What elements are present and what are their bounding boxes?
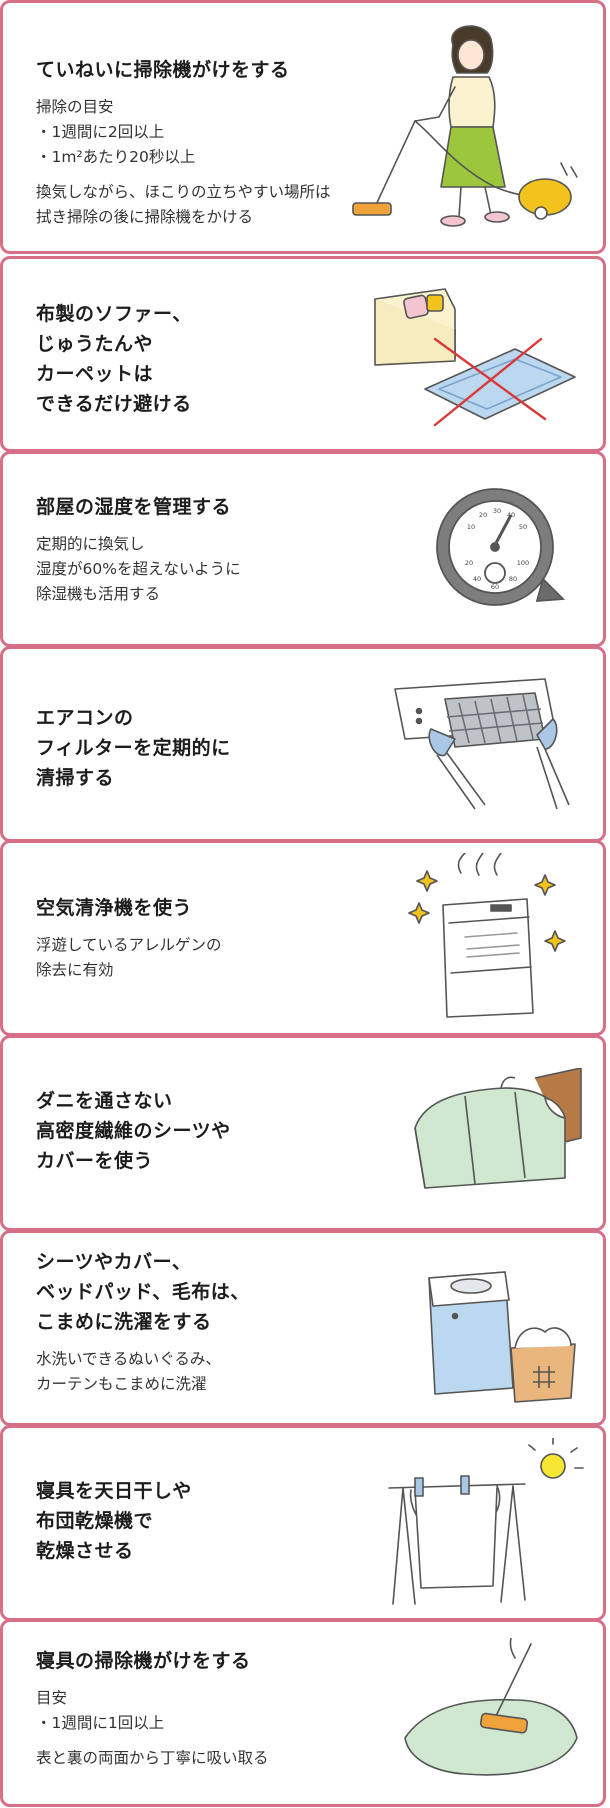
air-conditioner-filter-icon xyxy=(385,669,585,819)
card-body: 掃除の目安 ・1週間に2回以上 ・1m²あたり20秒以上 xyxy=(36,98,196,166)
air-purifier-icon xyxy=(405,853,585,1023)
card-avoid-fabric: 布製のソファー、 じゅうたんや カーペットは できるだけ避ける xyxy=(0,256,606,452)
card-text: 寝具を天日干しや 布団乾燥機で 乾燥させる xyxy=(36,1476,366,1566)
card-body: 定期的に換気し 湿度が60%を超えないように 除湿機も活用する xyxy=(36,535,241,603)
card-title: 寝具の掃除機がけをする xyxy=(36,1650,251,1672)
card-title: 寝具を天日干しや 布団乾燥機で 乾燥させる xyxy=(36,1480,192,1562)
gauge-label: 20 xyxy=(465,559,473,567)
card-text: 部屋の湿度を管理する 定期的に換気し 湿度が60%を超えないように 除湿機も活用… xyxy=(36,492,366,607)
card-text: エアコンの フィルターを定期的に 清掃する xyxy=(36,703,366,793)
card-note: 換気しながら、ほこりの立ちやすい場所は 拭き掃除の後に掃除機をかける xyxy=(36,183,331,226)
gauge-label: 30 xyxy=(493,507,501,515)
card-title: シーツやカバー、 ベッドパッド、毛布は、 こまめに洗濯をする xyxy=(36,1251,250,1333)
card-title: 布製のソファー、 じゅうたんや カーペットは できるだけ避ける xyxy=(36,303,192,415)
gauge-label: 10 xyxy=(467,523,475,531)
sofa-carpet-crossed-icon xyxy=(365,269,585,439)
gauge-label: 40 xyxy=(473,575,481,583)
card-sun-dry: 寝具を天日干しや 布団乾燥機で 乾燥させる xyxy=(0,1425,606,1621)
card-humidity: 部屋の湿度を管理する 定期的に換気し 湿度が60%を超えないように 除湿機も活用… xyxy=(0,451,606,647)
futon-vacuum-icon xyxy=(395,1638,585,1788)
gauge-label: 50 xyxy=(519,523,527,531)
card-title: 部屋の湿度を管理する xyxy=(36,496,232,518)
gauge-label: 80 xyxy=(509,575,517,583)
card-aircon-filter: エアコンの フィルターを定期的に 清掃する xyxy=(0,646,606,842)
gauge-label: 20 xyxy=(479,511,487,519)
gauge-label: 60 xyxy=(491,583,499,591)
card-title: ダニを通さない 高密度繊維のシーツや カバーを使う xyxy=(36,1090,231,1172)
card-title: 空気清浄機を使う xyxy=(36,897,193,919)
washing-machine-basket-icon xyxy=(415,1248,585,1408)
card-body: 水洗いできるぬいぐるみ、 カーテンもこまめに洗濯 xyxy=(36,1350,221,1393)
card-title: ていねいに掃除機がけをする xyxy=(36,59,290,81)
card-text: 布製のソファー、 じゅうたんや カーペットは できるだけ避ける xyxy=(36,299,366,419)
card-wash-bedding: シーツやカバー、 ベッドパッド、毛布は、 こまめに洗濯をする 水洗いできるぬいぐ… xyxy=(0,1230,606,1426)
card-note: 表と裏の両面から丁寧に吸い取る xyxy=(36,1749,269,1767)
card-text: シーツやカバー、 ベッドパッド、毛布は、 こまめに洗濯をする 水洗いできるぬいぐ… xyxy=(36,1247,366,1397)
gauge-label: 100 xyxy=(517,559,529,567)
card-body: 浮遊しているアレルゲンの 除去に有効 xyxy=(36,936,222,979)
card-mite-proof-cover: ダニを通さない 高密度繊維のシーツや カバーを使う xyxy=(0,1035,606,1231)
vacuum-cleaning-woman-icon xyxy=(345,17,585,237)
card-vacuum: ていねいに掃除機がけをする 掃除の目安 ・1週間に2回以上 ・1m²あたり20秒… xyxy=(0,0,606,254)
hygrometer-icon: 10 20 30 40 50 20 40 60 80 100 xyxy=(425,469,585,629)
card-text: ダニを通さない 高密度繊維のシーツや カバーを使う xyxy=(36,1086,366,1176)
card-air-purifier: 空気清浄機を使う 浮遊しているアレルゲンの 除去に有効 xyxy=(0,840,606,1036)
gauge-label: 40 xyxy=(507,511,515,519)
card-text: 寝具の掃除機がけをする 目安 ・1週間に1回以上 表と裏の両面から丁寧に吸い取る xyxy=(36,1646,366,1771)
covered-bed-icon xyxy=(405,1068,585,1198)
futon-drying-rack-sun-icon xyxy=(375,1438,585,1608)
card-body: 目安 ・1週間に1回以上 xyxy=(36,1689,165,1732)
card-futon-vacuum: 寝具の掃除機がけをする 目安 ・1週間に1回以上 表と裏の両面から丁寧に吸い取る xyxy=(0,1619,606,1807)
card-text: ていねいに掃除機がけをする 掃除の目安 ・1週間に2回以上 ・1m²あたり20秒… xyxy=(36,55,366,230)
card-title: エアコンの フィルターを定期的に 清掃する xyxy=(36,707,231,789)
card-text: 空気清浄機を使う 浮遊しているアレルゲンの 除去に有効 xyxy=(36,893,366,983)
